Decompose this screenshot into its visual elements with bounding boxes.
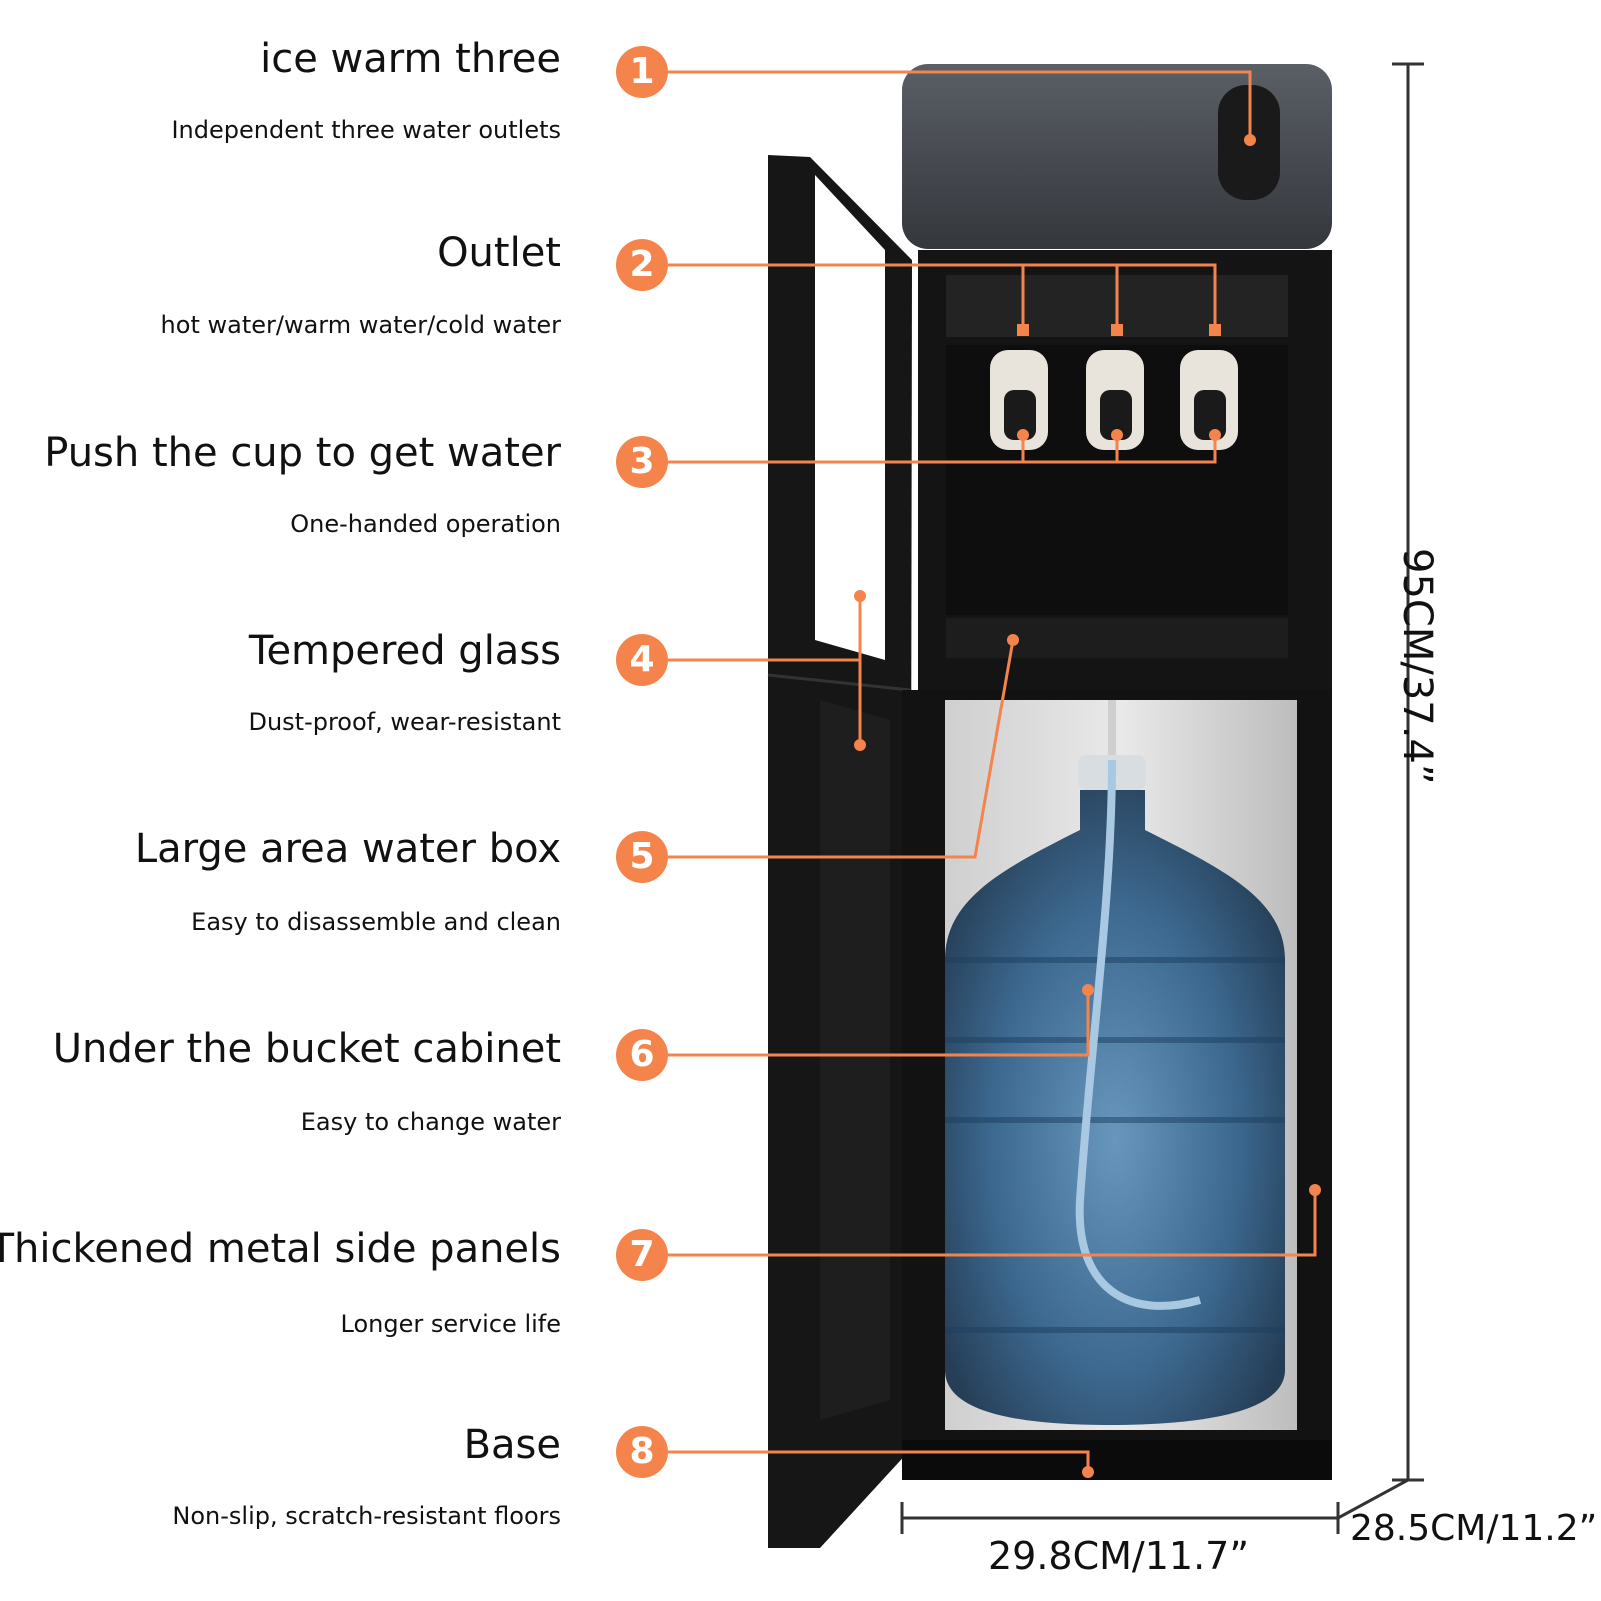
- height-dimension-label: 95CM/37.4”: [1394, 548, 1440, 785]
- water-bottle: [945, 700, 1285, 1425]
- callout-lines: [668, 70, 1317, 1472]
- callout-dots: [854, 134, 1321, 1478]
- feature-1-subtitle: Independent three water outlets: [171, 116, 561, 144]
- feature-7-title: Thickened metal side panels: [0, 1226, 561, 1272]
- feature-6-badge: 6: [616, 1029, 668, 1081]
- feature-3-subtitle: One-handed operation: [290, 510, 561, 538]
- feature-8-badge: 8: [616, 1426, 668, 1478]
- feature-1-title: ice warm three: [260, 36, 561, 82]
- feature-5-title: Large area water box: [134, 826, 561, 872]
- depth-dimension-label: 28.5CM/11.2”: [1350, 1508, 1598, 1549]
- feature-4-subtitle: Dust-proof, wear-resistant: [248, 708, 561, 736]
- feature-1-badge: 1: [616, 46, 668, 98]
- feature-7-badge: 7: [616, 1229, 668, 1281]
- base: [902, 1440, 1332, 1480]
- door-left: [767, 155, 912, 1548]
- feature-3-title: Push the cup to get water: [44, 430, 561, 476]
- feature-6-title: Under the bucket cabinet: [52, 1026, 561, 1072]
- feature-4-badge: 4: [616, 634, 668, 686]
- width-dimension-label: 29.8CM/11.7”: [988, 1534, 1250, 1578]
- feature-8-subtitle: Non-slip, scratch-resistant floors: [172, 1502, 561, 1530]
- feature-8-title: Base: [463, 1422, 561, 1468]
- feature-4-title: Tempered glass: [248, 628, 561, 674]
- feature-5-subtitle: Easy to disassemble and clean: [191, 908, 561, 936]
- feature-2-badge: 2: [616, 239, 668, 291]
- drip-tray: [946, 618, 1288, 658]
- dimension-lines: [900, 62, 1424, 1534]
- feature-5-badge: 5: [616, 831, 668, 883]
- taps: [990, 350, 1238, 450]
- feature-3-badge: 3: [616, 436, 668, 488]
- feature-2-subtitle: hot water/warm water/cold water: [160, 311, 561, 339]
- feature-2-title: Outlet: [437, 230, 561, 276]
- feature-7-subtitle: Longer service life: [340, 1310, 562, 1338]
- feature-6-subtitle: Easy to change water: [300, 1108, 561, 1136]
